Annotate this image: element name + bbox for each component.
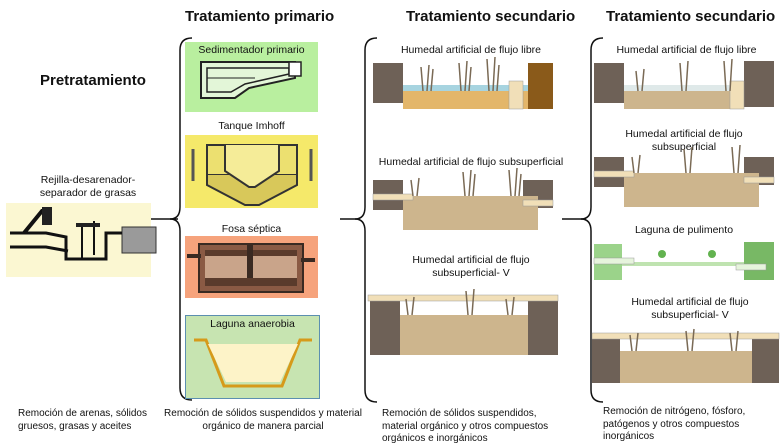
primary-unit-fosa (185, 236, 318, 298)
secondary-1-unit-label: Humedal artificial de flujo libre (400, 44, 542, 56)
secondary-1-unit-label: Humedal artificial de flujo subsuperfici… (378, 156, 564, 168)
secondary-1-unit-label: Humedal artificial de flujo subsuperfici… (412, 254, 530, 279)
secondary-2-unit-label: Humedal artificial de flujo subsuperfici… (625, 128, 743, 153)
primary-unit-label: Fosa séptica (221, 223, 282, 235)
wetland-free-flow-2 (594, 57, 774, 110)
primary-unit-label: Laguna anaerobia (210, 318, 295, 330)
secondary-2-unit-label: Laguna de pulimento (634, 224, 734, 236)
pretreatment-diagram (6, 203, 157, 277)
wetland-vertical-1 (367, 285, 559, 360)
wetland-subsurface-1 (372, 167, 554, 230)
primary-unit-label: Tanque Imhoff (218, 120, 285, 132)
pretreatment-unit-label: Rejilla-desarenador-separador de grasas (39, 174, 137, 199)
secondary-2-unit-label: Humedal artificial de flujo subsuperfici… (631, 296, 749, 321)
primary-unit-imhoff (185, 135, 318, 208)
wetland-free-flow-1 (373, 56, 553, 110)
header-secondary-2: Tratamiento secundario (606, 8, 776, 25)
primary-unit-label: Sedimentador primario (198, 44, 305, 56)
secondary-2-unit-label: Humedal artificial de flujo libre (616, 44, 757, 56)
wetland-subsurface-2 (593, 144, 775, 207)
primary-unit-sedimentador: Sedimentador primario (185, 42, 318, 112)
secondary-2-caption: Remoción de nitrógeno, fósforo, patógeno… (603, 406, 746, 442)
primary-caption: Remoción de sólidos suspendidos y materi… (164, 408, 362, 432)
pretreatment-caption: Remoción de arenas, sólidos gruesos, gra… (18, 408, 147, 432)
wetland-vertical-2 (591, 325, 780, 383)
pond-polishing (593, 242, 774, 282)
secondary-1-caption: Remoción de sólidos suspendidos, materia… (382, 408, 549, 444)
primary-unit-laguna: Laguna anaerobia (185, 315, 320, 399)
header-secondary-1: Tratamiento secundario (406, 8, 576, 25)
header-primary: Tratamiento primario (185, 8, 335, 25)
header-pretreatment: Pretratamiento (40, 72, 146, 89)
